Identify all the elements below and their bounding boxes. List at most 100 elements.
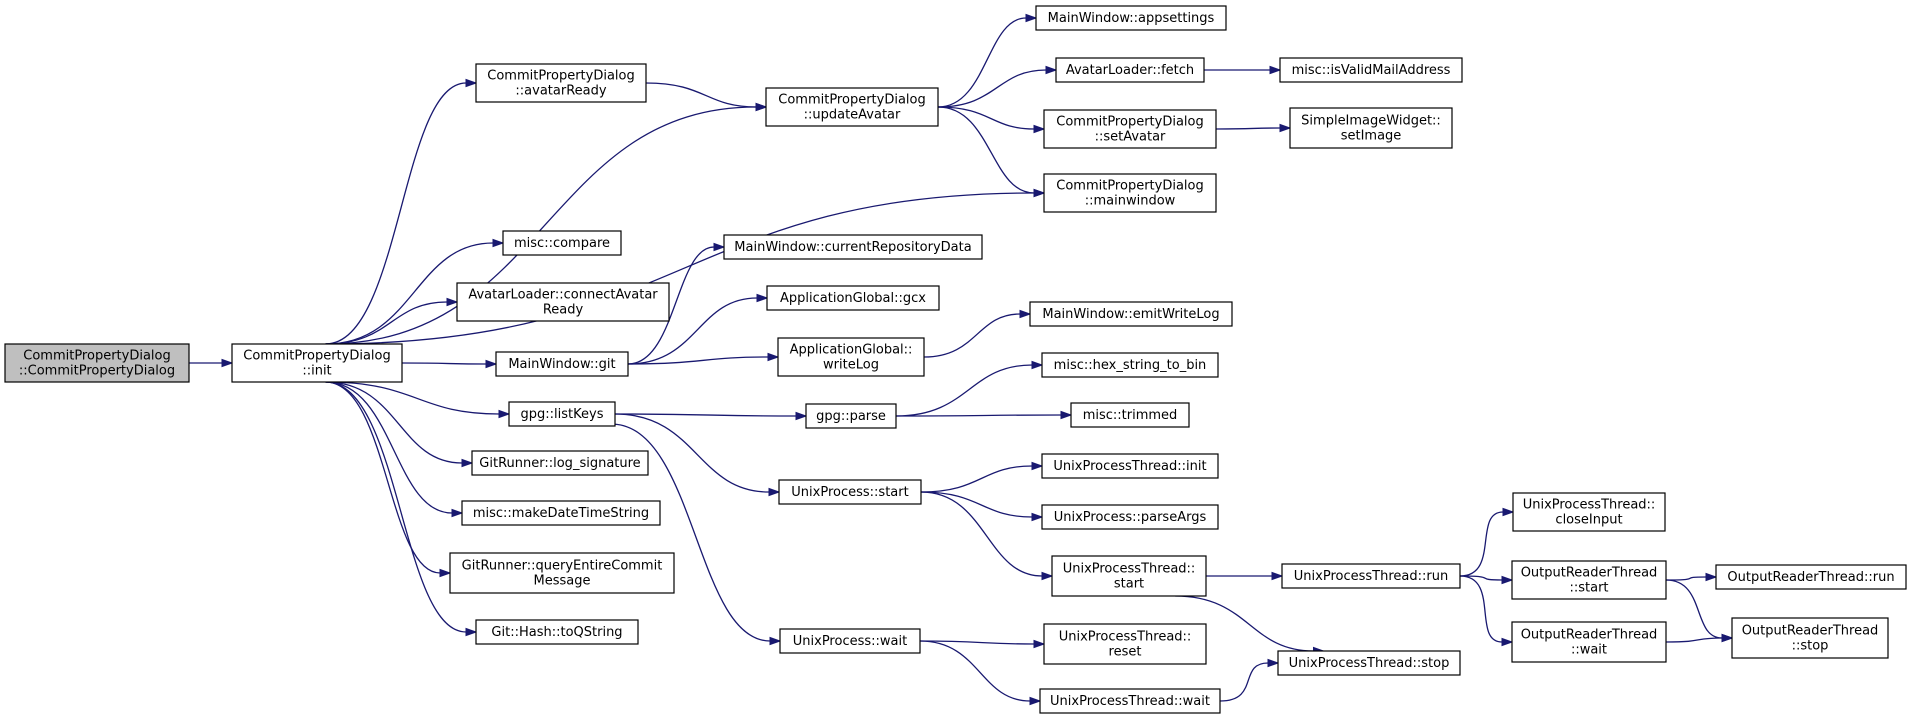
node-label-line: writeLog — [823, 358, 879, 373]
node-ort-wait[interactable]: OutputReaderThread::wait — [1511, 621, 1667, 663]
node-up-start[interactable]: UnixProcess::start — [778, 479, 922, 505]
node-box — [1043, 173, 1217, 213]
node-appsettings[interactable]: MainWindow::appsettings — [1035, 5, 1227, 31]
edge-init-to-query-msg — [325, 381, 452, 578]
edge-up-start-to-upt-start — [920, 491, 1054, 581]
node-upt-start[interactable]: UnixProcessThread::start — [1051, 555, 1207, 597]
node-box — [1051, 555, 1207, 597]
node-gcx[interactable]: ApplicationGlobal::gcx — [766, 285, 940, 311]
edge-init-to-avatar-ready — [325, 78, 478, 345]
node-label-line: UnixProcessThread:: — [1059, 630, 1192, 645]
node-upt-wait[interactable]: UnixProcessThread::wait — [1039, 688, 1221, 714]
node-parse-args[interactable]: UnixProcess::parseArgs — [1041, 504, 1219, 530]
node-set-avatar[interactable]: CommitPropertyDialog::setAvatar — [1043, 109, 1217, 149]
node-box — [475, 63, 647, 103]
node-current-repo[interactable]: MainWindow::currentRepositoryData — [723, 234, 983, 260]
node-ort-run[interactable]: OutputReaderThread::run — [1715, 564, 1907, 590]
node-close-input[interactable]: UnixProcessThread::closeInput — [1512, 492, 1666, 532]
node-upt-init[interactable]: UnixProcessThread::init — [1041, 453, 1219, 479]
edge-upt-wait-to-upt-stop — [1219, 658, 1280, 702]
node-label-line: ApplicationGlobal::gcx — [780, 291, 926, 306]
edge-write-log-to-emit-write-log — [923, 309, 1032, 358]
edge-line — [645, 82, 757, 108]
node-label-line: ::wait — [1571, 643, 1607, 658]
node-label-line: OutputReaderThread — [1742, 624, 1879, 639]
node-to-qstring[interactable]: Git::Hash::toQString — [475, 619, 639, 645]
edge-line — [937, 69, 1047, 108]
node-ort-start[interactable]: OutputReaderThread::start — [1511, 560, 1667, 600]
node-label-line: CommitPropertyDialog — [1056, 179, 1203, 194]
node-up-wait[interactable]: UnixProcess::wait — [779, 628, 921, 654]
node-box — [1281, 563, 1461, 589]
node-box — [471, 450, 649, 476]
edge-arrowhead — [1501, 637, 1514, 647]
node-mainwindow[interactable]: CommitPropertyDialog::mainwindow — [1043, 173, 1217, 213]
node-label-line: UnixProcess::wait — [793, 634, 907, 649]
edge-arrowhead — [1031, 512, 1044, 522]
node-parse[interactable]: gpg::parse — [805, 403, 897, 429]
edge-arrowhead — [1269, 65, 1282, 75]
node-make-date[interactable]: misc::makeDateTimeString — [461, 500, 661, 526]
edge-up-wait-to-upt-wait — [919, 640, 1042, 706]
edge-line — [627, 356, 769, 365]
nodes-layer: CommitPropertyDialog::CommitPropertyDial… — [4, 5, 1907, 714]
edge-line — [1665, 579, 1723, 639]
node-box — [1043, 109, 1217, 149]
node-is-valid-mail[interactable]: misc::isValidMailAddress — [1279, 57, 1463, 83]
node-box — [1279, 57, 1463, 83]
edge-arrowhead — [446, 297, 459, 307]
edge-line — [325, 192, 1035, 345]
node-fetch[interactable]: AvatarLoader::fetch — [1055, 57, 1205, 83]
node-update-avatar[interactable]: CommitPropertyDialog::updateAvatar — [765, 87, 939, 127]
node-box — [231, 343, 403, 383]
node-box — [456, 282, 670, 322]
node-set-image[interactable]: SimpleImageWidget::setImage — [1289, 107, 1453, 149]
node-compare[interactable]: misc::compare — [502, 230, 622, 256]
node-list-keys[interactable]: gpg::listKeys — [508, 401, 616, 427]
node-upt-run[interactable]: UnixProcessThread::run — [1281, 563, 1461, 589]
node-label-line: MainWindow::appsettings — [1048, 11, 1215, 26]
edge-upt-run-to-ort-start — [1459, 575, 1514, 585]
edge-line — [614, 413, 770, 493]
edge-init-to-make-date — [325, 381, 464, 518]
node-git[interactable]: MainWindow::git — [495, 351, 629, 377]
node-hex-to-bin[interactable]: misc::hex_string_to_bin — [1041, 352, 1219, 378]
edge-init-to-list-keys — [325, 381, 511, 419]
node-label-line: gpg::parse — [816, 409, 886, 424]
node-label-line: CommitPropertyDialog — [23, 349, 170, 364]
node-upt-reset[interactable]: UnixProcessThread::reset — [1043, 623, 1207, 665]
edge-arrowhead — [498, 409, 511, 419]
node-trimmed[interactable]: misc::trimmed — [1070, 402, 1190, 428]
edge-line — [401, 362, 487, 365]
edge-line — [895, 414, 1062, 417]
node-label-line: UnixProcessThread:: — [1523, 498, 1656, 513]
node-box — [495, 351, 629, 377]
edge-init-to-git — [401, 359, 498, 369]
edge-arrowhead — [1501, 575, 1514, 585]
node-ort-stop[interactable]: OutputReaderThread::stop — [1731, 617, 1889, 659]
edge-update-avatar-to-set-avatar — [937, 106, 1046, 134]
edge-line — [610, 423, 771, 642]
node-label-line: CommitPropertyDialog — [243, 349, 390, 364]
node-avatar-ready[interactable]: CommitPropertyDialog::avatarReady — [475, 63, 647, 103]
edge-line — [937, 106, 1035, 194]
node-emit-write-log[interactable]: MainWindow::emitWriteLog — [1029, 301, 1233, 327]
node-log-signature[interactable]: GitRunner::log_signature — [471, 450, 649, 476]
node-box — [1070, 402, 1190, 428]
node-init[interactable]: CommitPropertyDialog::init — [231, 343, 403, 383]
edge-line — [627, 246, 715, 365]
node-box — [1041, 453, 1219, 479]
edge-fetch-to-is-valid-mail — [1204, 65, 1282, 75]
node-root[interactable]: CommitPropertyDialog::CommitPropertyDial… — [4, 343, 190, 383]
edge-line — [1459, 575, 1503, 581]
node-write-log[interactable]: ApplicationGlobal::writeLog — [777, 337, 925, 377]
node-upt-stop[interactable]: UnixProcessThread::stop — [1277, 650, 1461, 676]
node-label-line: Git::Hash::toQString — [491, 625, 622, 640]
node-box — [778, 479, 922, 505]
node-label-line: UnixProcessThread::run — [1294, 569, 1448, 584]
edge-init-to-mainwindow — [325, 188, 1046, 345]
edge-up-wait-to-upt-reset — [919, 639, 1046, 649]
